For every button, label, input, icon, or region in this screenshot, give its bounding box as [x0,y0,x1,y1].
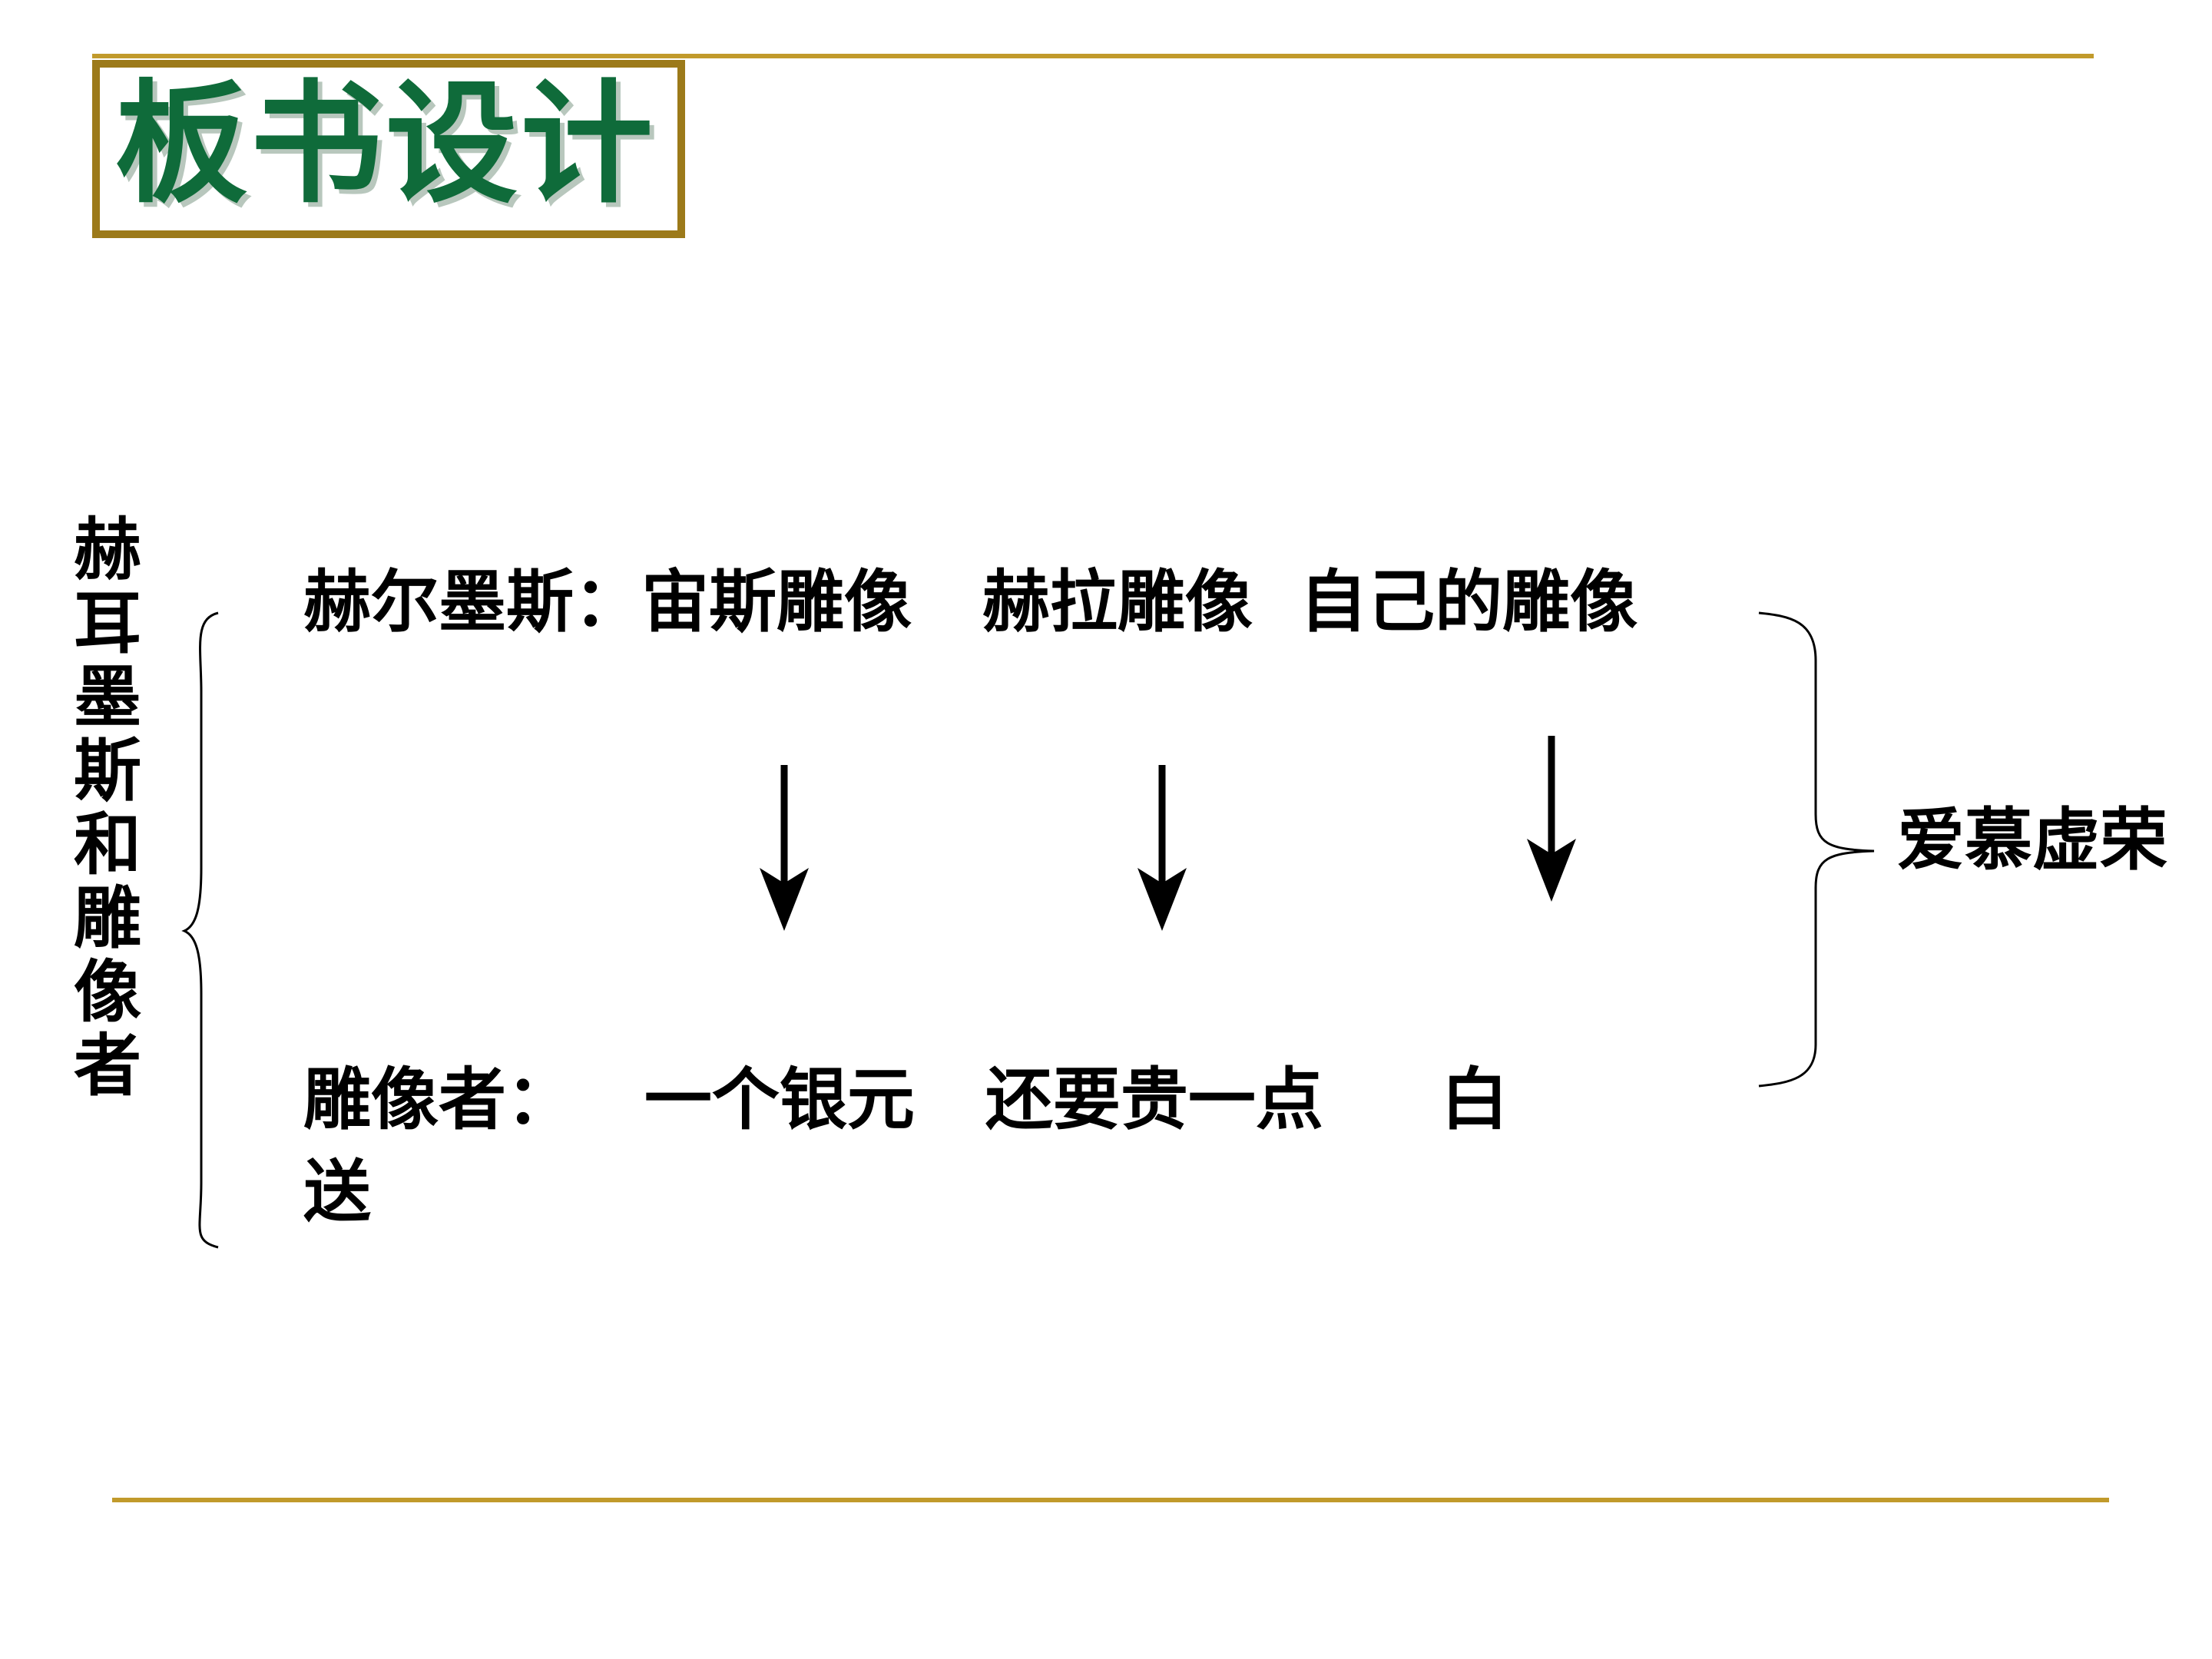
top-rule [92,54,2094,58]
down-arrow-2 [1137,765,1187,931]
sculptor-line-continued: 送 [303,1152,372,1231]
title-box [92,60,685,238]
sculptor-line: 雕像者： 一个银元 还要贵一点 白 [303,1060,1509,1139]
down-arrow-3 [1527,736,1576,902]
left-brace [181,611,219,1249]
side-label: 赫耳墨斯和雕像者 [73,510,141,1105]
right-brace [1758,611,1875,1088]
down-arrow-1 [760,765,809,931]
slide-title: 板书设计 [115,67,656,221]
bottom-rule [112,1498,2109,1502]
hermes-line: 赫尔墨斯：宙斯雕像 赫拉雕像 自己的雕像 [303,562,1638,641]
conclusion-text: 爱慕虚荣 [1897,800,2168,879]
